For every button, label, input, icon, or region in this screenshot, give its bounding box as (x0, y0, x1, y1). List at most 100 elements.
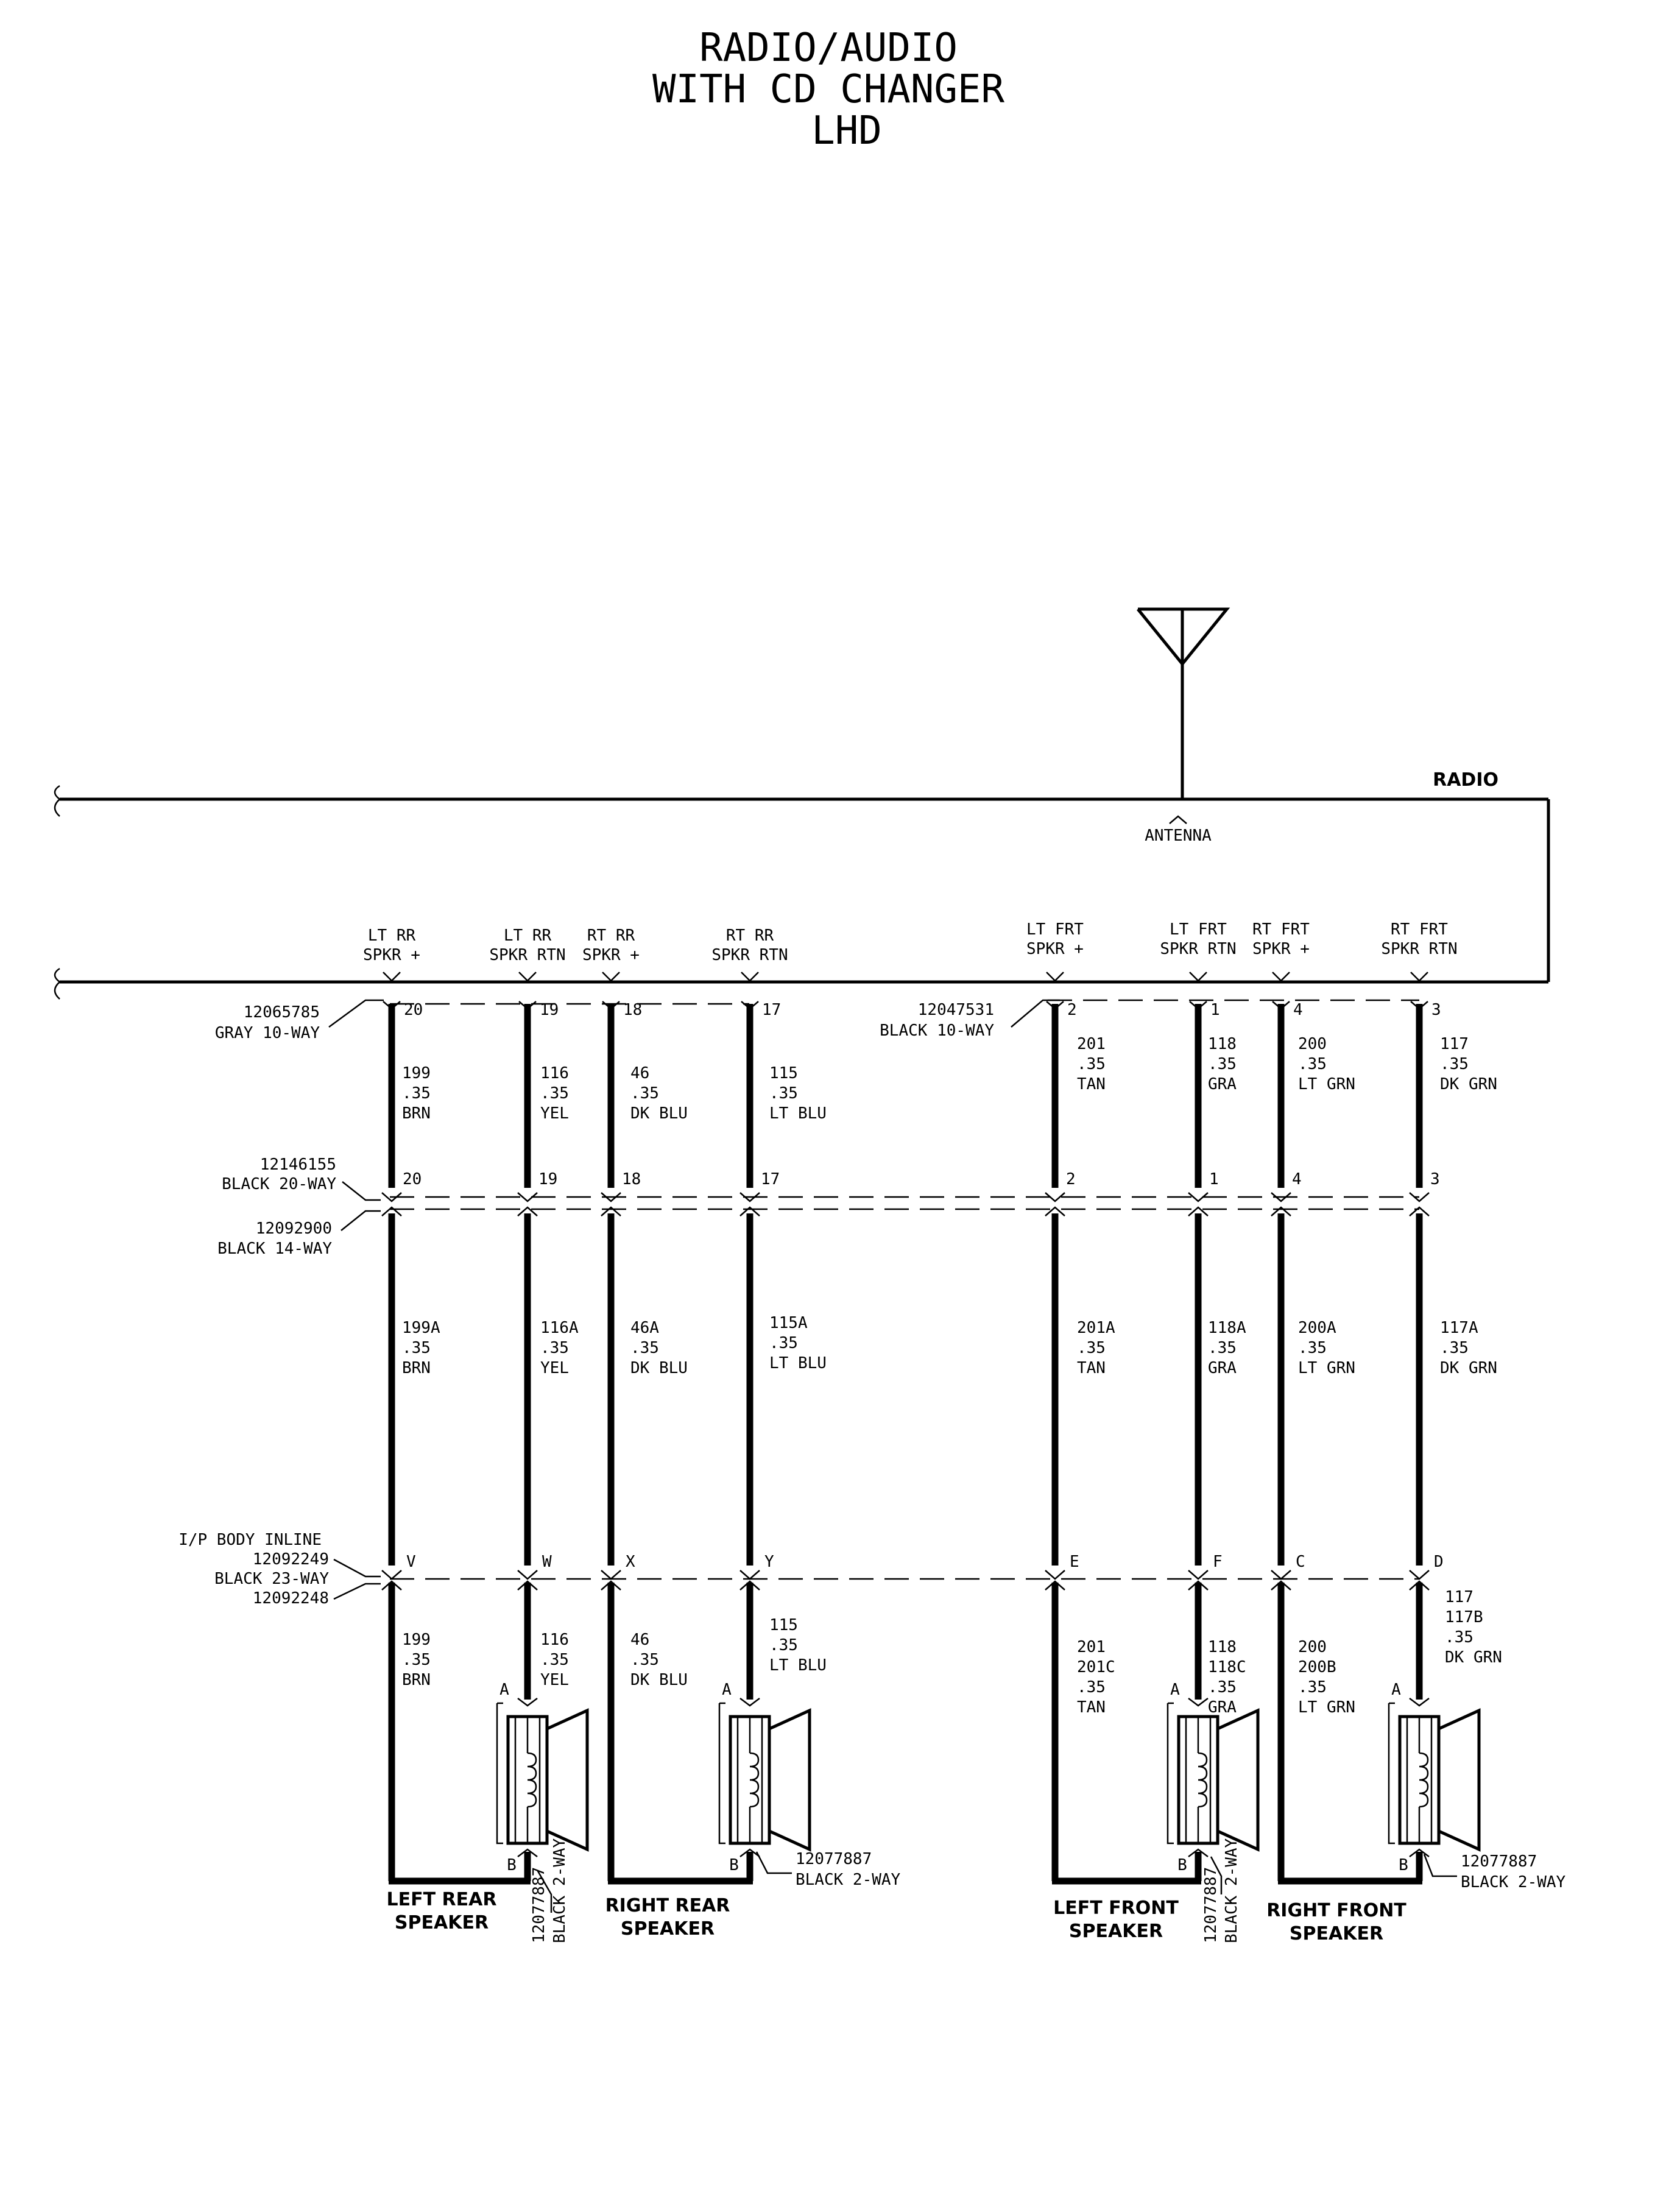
radio-right-connector-desc: BLACK 10-WAY (880, 1022, 994, 1040)
pin-20-way: 4 (1292, 1170, 1302, 1188)
wire-label: .35 (1298, 1339, 1327, 1357)
pin-ip-inline: D (1434, 1553, 1444, 1571)
ip-connector-desc: BLACK 23-WAY (214, 1570, 329, 1588)
pin-radio: 3 (1431, 1001, 1441, 1019)
wire-label: YEL (540, 1671, 569, 1689)
wire-label: 117B (1445, 1608, 1483, 1626)
wire-label: 115A (769, 1314, 808, 1332)
wire-label: .35 (402, 1084, 431, 1103)
speaker-name: RIGHT FRONT (1266, 1900, 1406, 1921)
wire-label: 116 (540, 1064, 569, 1082)
title-line-3: LHD (811, 108, 882, 154)
pin-radio: 1 (1210, 1001, 1220, 1019)
c14-connector-pn: 12092900 (256, 1220, 332, 1238)
speaker-pin-b: B (1177, 1856, 1187, 1874)
wire-label: 199 (402, 1064, 431, 1082)
speaker-pin-a: A (722, 1681, 732, 1699)
wire-label: .35 (630, 1084, 659, 1103)
speaker-pin-a: A (1170, 1681, 1180, 1699)
circuit-function-label: SPKR RTN (1160, 940, 1236, 958)
speaker-name: LEFT FRONT (1053, 1898, 1179, 1919)
speaker-name: LEFT REAR (387, 1889, 497, 1910)
wire-label: 200B (1298, 1658, 1336, 1676)
wire-label: 118A (1208, 1319, 1246, 1337)
antenna-icon (1137, 607, 1230, 799)
wire-label: 199A (402, 1319, 440, 1337)
pin-ip-inline: E (1070, 1553, 1079, 1571)
wire-label: 118C (1208, 1658, 1246, 1676)
wire-label: 118 (1208, 1638, 1237, 1656)
wire-label: GRA (1208, 1359, 1237, 1377)
circuit-function-label: RT FRT (1391, 920, 1448, 939)
pin-radio: 18 (623, 1001, 642, 1019)
wire-label: BRN (402, 1671, 431, 1689)
wire-label: BRN (402, 1104, 431, 1123)
connector-labels: 12065785 GRAY 10-WAY 12047531 BLACK 10-W… (178, 999, 1060, 1608)
wire-label: LT BLU (769, 1104, 827, 1123)
pin-ip-inline: X (626, 1553, 635, 1571)
pin-20-way: 18 (622, 1170, 641, 1188)
pin-ip-inline: V (406, 1553, 416, 1571)
wire-label: .35 (1208, 1678, 1237, 1696)
ip-connector-name: I/P BODY INLINE (178, 1531, 322, 1549)
antenna-label: ANTENNA (1145, 827, 1212, 845)
wire-label: DK GRN (1445, 1648, 1502, 1667)
radio-label: RADIO (1433, 769, 1498, 791)
wire-label: .35 (1440, 1055, 1469, 1073)
speaker-name: RIGHT REAR (605, 1895, 730, 1916)
wire-label: YEL (540, 1104, 569, 1123)
circuit-function-label: SPKR RTN (1381, 940, 1457, 958)
wire-label: .35 (540, 1651, 569, 1669)
title-line-1: RADIO/AUDIO (699, 26, 958, 71)
wire-label: .35 (630, 1651, 659, 1669)
circuit-function-label: SPKR RTN (711, 946, 788, 964)
wire-label: 46A (630, 1319, 659, 1337)
wire-label: 201C (1077, 1658, 1115, 1676)
wire-label: 201A (1077, 1319, 1115, 1337)
svg-text:12077887: 12077887 (1202, 1867, 1220, 1943)
circuit-function-label: LT RR (504, 927, 552, 945)
pin-20-way: 20 (403, 1170, 422, 1188)
radio-right-connector-pn: 12047531 (918, 1001, 994, 1019)
speaker-name: SPEAKER (1290, 1923, 1383, 1944)
wire-label: 117A (1440, 1319, 1478, 1337)
wire-label: GRA (1208, 1075, 1237, 1093)
svg-text:BLACK 2-WAY: BLACK 2-WAY (551, 1838, 569, 1943)
pin-ip-inline: W (542, 1553, 552, 1571)
c14-connector-desc: BLACK 14-WAY (217, 1240, 332, 1258)
wire-label: 117 (1445, 1588, 1474, 1606)
wire-label: 116A (540, 1319, 579, 1337)
wire-label: .35 (769, 1084, 798, 1103)
circuit-function-label: RT RR (726, 927, 774, 945)
speaker-connector-labels: 12077887 BLACK 2-WAY 12077887 BLACK 2-WA… (530, 1838, 1566, 1943)
wire-label: TAN (1077, 1075, 1106, 1093)
wire-label: TAN (1077, 1359, 1106, 1377)
wire-label: .35 (1440, 1339, 1469, 1357)
wire-label: DK GRN (1440, 1075, 1497, 1093)
right-rear-speaker-connector-desc: BLACK 2-WAY (796, 1871, 901, 1889)
left-front-speaker-connector-label: 12077887 BLACK 2-WAY (1202, 1838, 1241, 1943)
circuit-function-label: RT RR (587, 927, 635, 945)
circuit-function-label: LT RR (368, 927, 416, 945)
pin-radio: 19 (540, 1001, 559, 1019)
radio-unit: RADIO ANTENNA (54, 769, 1550, 1000)
wire-label: 116 (540, 1631, 569, 1649)
wire-label: GRA (1208, 1698, 1237, 1717)
wire-label: DK GRN (1440, 1359, 1497, 1377)
speaker-pin-a: A (1391, 1681, 1401, 1699)
pin-ip-inline: Y (764, 1553, 774, 1571)
speaker-name: SPEAKER (395, 1912, 489, 1933)
radio-left-connector-desc: GRAY 10-WAY (215, 1024, 320, 1042)
pin-radio: 4 (1293, 1001, 1303, 1019)
wire-label: .35 (630, 1339, 659, 1357)
wire-label: 115 (769, 1616, 798, 1634)
wire-label: 199 (402, 1631, 431, 1649)
speaker-name: SPEAKER (621, 1918, 715, 1940)
wire-label: .35 (1298, 1678, 1327, 1696)
